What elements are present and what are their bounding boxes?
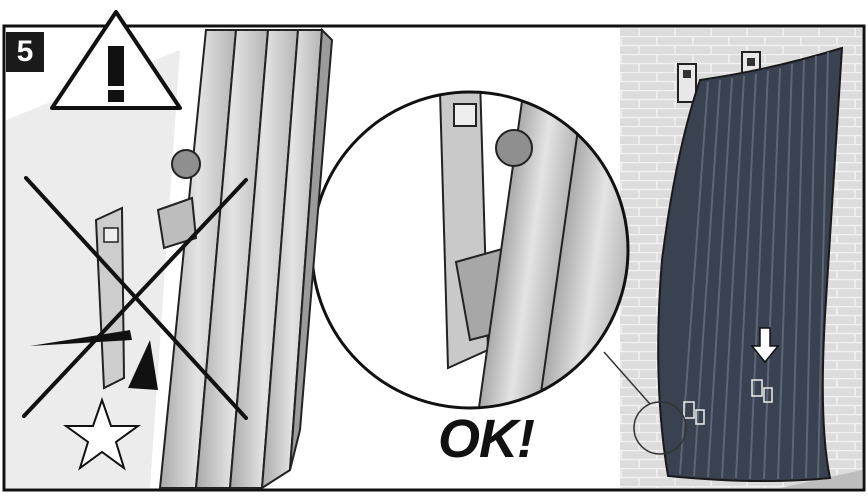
fixing-knob-wrong [172, 150, 200, 178]
wall-scene [604, 28, 862, 488]
fixing-knob [496, 130, 532, 166]
mount-nut-wrong [104, 228, 118, 242]
step-number-badge: 5 [6, 32, 44, 72]
wall-bracket-left [678, 64, 696, 102]
mount-nut [454, 104, 476, 126]
ok-label: OK! [438, 408, 534, 470]
wall-shadow [6, 50, 180, 488]
